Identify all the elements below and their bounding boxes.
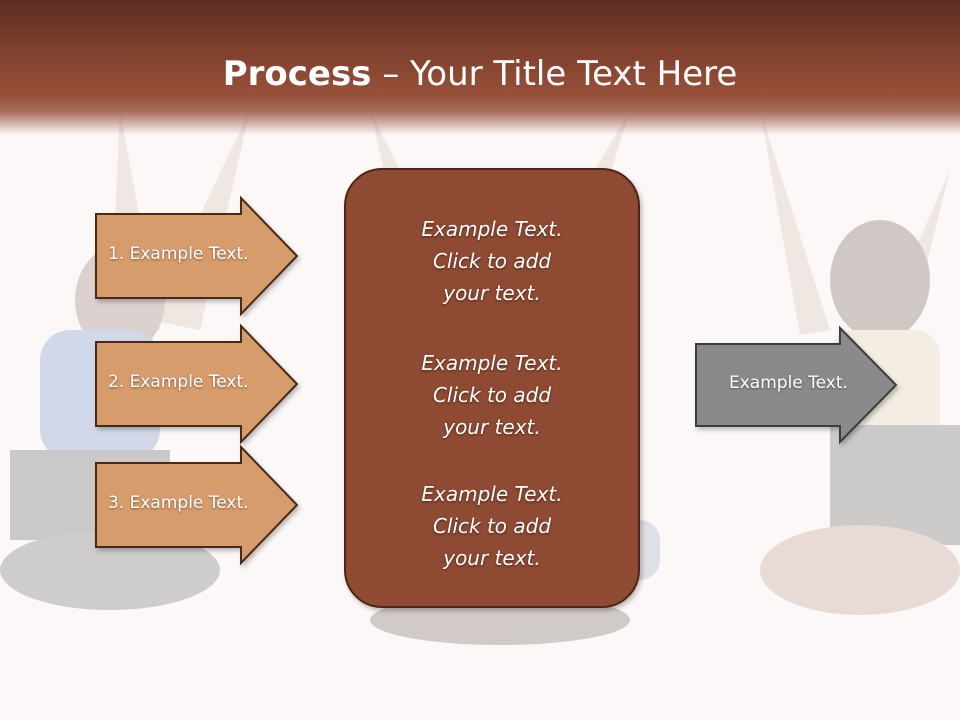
- result-label: Example Text.: [729, 373, 848, 393]
- center-block-2: Example Text. Click to add your text.: [344, 347, 640, 443]
- step-3-label: 3. Example Text.: [108, 493, 249, 513]
- slide-title: Process – Your Title Text Here: [0, 52, 960, 96]
- center-block-1: Example Text. Click to add your text.: [344, 213, 640, 309]
- center-block-1-line-3: your text.: [443, 281, 541, 305]
- step-1-arrow[interactable]: [95, 195, 299, 317]
- center-block-3: Example Text. Click to add your text.: [344, 478, 640, 574]
- step-3-arrow[interactable]: [95, 444, 299, 566]
- center-text-box[interactable]: [344, 168, 640, 608]
- title-rest: – Your Title Text Here: [371, 54, 738, 94]
- step-1-label: 1. Example Text.: [108, 244, 249, 264]
- center-block-3-line-3: your text.: [443, 546, 541, 570]
- result-arrow[interactable]: [695, 325, 898, 445]
- center-block-2-line-2: Click to add: [432, 383, 552, 407]
- center-block-2-line-1: Example Text.: [421, 351, 563, 375]
- center-block-2-line-3: your text.: [443, 415, 541, 439]
- step-2-arrow[interactable]: [95, 323, 299, 445]
- center-block-1-line-1: Example Text.: [421, 217, 563, 241]
- step-2-label: 2. Example Text.: [108, 372, 249, 392]
- title-bold: Process: [222, 54, 372, 94]
- header-band: [0, 0, 960, 135]
- center-block-3-line-2: Click to add: [432, 514, 552, 538]
- center-block-3-line-1: Example Text.: [421, 482, 563, 506]
- center-block-1-line-2: Click to add: [432, 249, 552, 273]
